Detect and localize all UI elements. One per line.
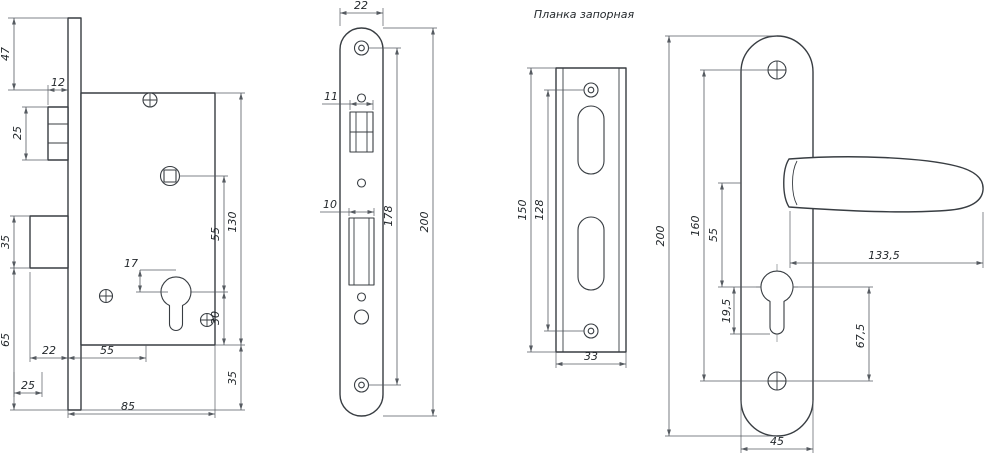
deadbolt [29,215,69,269]
dim-label: 85 [121,400,135,413]
dim-label: 12 [51,76,65,89]
deadbolt-opening [348,217,375,286]
dim-label: 45 [770,435,784,448]
pin-hole [356,178,367,188]
dim-label: 65 [0,333,12,347]
lock-body-view: 12 47 25 35 65 17 22 55 [0,17,245,418]
dim-label: 47 [0,47,12,61]
dim-label: 33 [584,350,598,363]
latch-bolt [47,106,69,161]
dim-label: 133,5 [868,249,900,262]
lock-case [80,92,216,346]
dim-label: 22 [354,0,368,12]
spindle-square [163,169,177,183]
lock-faceplate-edge [67,17,82,411]
faceplate-dimensions: 22 11 10 178 200 [320,0,437,417]
dim-label: 22 [42,344,56,357]
handle-view: 200 160 55 19,5 133,5 67,5 45 [654,35,984,453]
dim-label: 200 [654,226,667,247]
dim-label: 25 [21,379,35,392]
strike-plate-view: Планка запорная 150 128 33 [516,8,634,368]
dim-label: 55 [209,227,222,241]
lock-body-dimensions: 12 47 25 35 65 17 22 55 [0,17,245,418]
pin-hole [356,93,367,103]
dim-label: 130 [226,212,239,233]
dim-label: 30 [209,311,222,325]
dim-label: 55 [100,344,114,357]
handle-dimensions: 200 160 55 19,5 133,5 67,5 45 [654,35,984,453]
cylinder-hole [760,270,794,335]
pin-hole [356,292,367,302]
deadbolt-slot [577,216,605,291]
dim-label: 35 [226,371,239,385]
dim-label: 150 [516,200,529,221]
dim-label: 17 [124,257,138,270]
dim-label: 67,5 [854,324,867,349]
faceplate-view: 22 11 10 178 200 [320,0,437,417]
dim-label: 178 [382,206,395,227]
dim-label: 160 [689,216,702,237]
strike-plate-title: Планка запорная [534,8,635,21]
lever-handle [783,156,984,213]
dim-label: 10 [323,198,337,211]
strike-plate-dimensions: 150 128 33 [516,67,627,368]
dim-label: 128 [533,200,546,221]
dim-label: 200 [418,212,431,233]
hole [353,309,370,325]
dim-label: 19,5 [720,299,733,324]
dim-label: 35 [0,235,12,249]
cylinder-hole [160,276,192,332]
dim-label: 11 [324,90,338,103]
latch-slot [577,105,605,175]
dim-label: 25 [11,126,24,140]
dim-label: 55 [707,228,720,242]
